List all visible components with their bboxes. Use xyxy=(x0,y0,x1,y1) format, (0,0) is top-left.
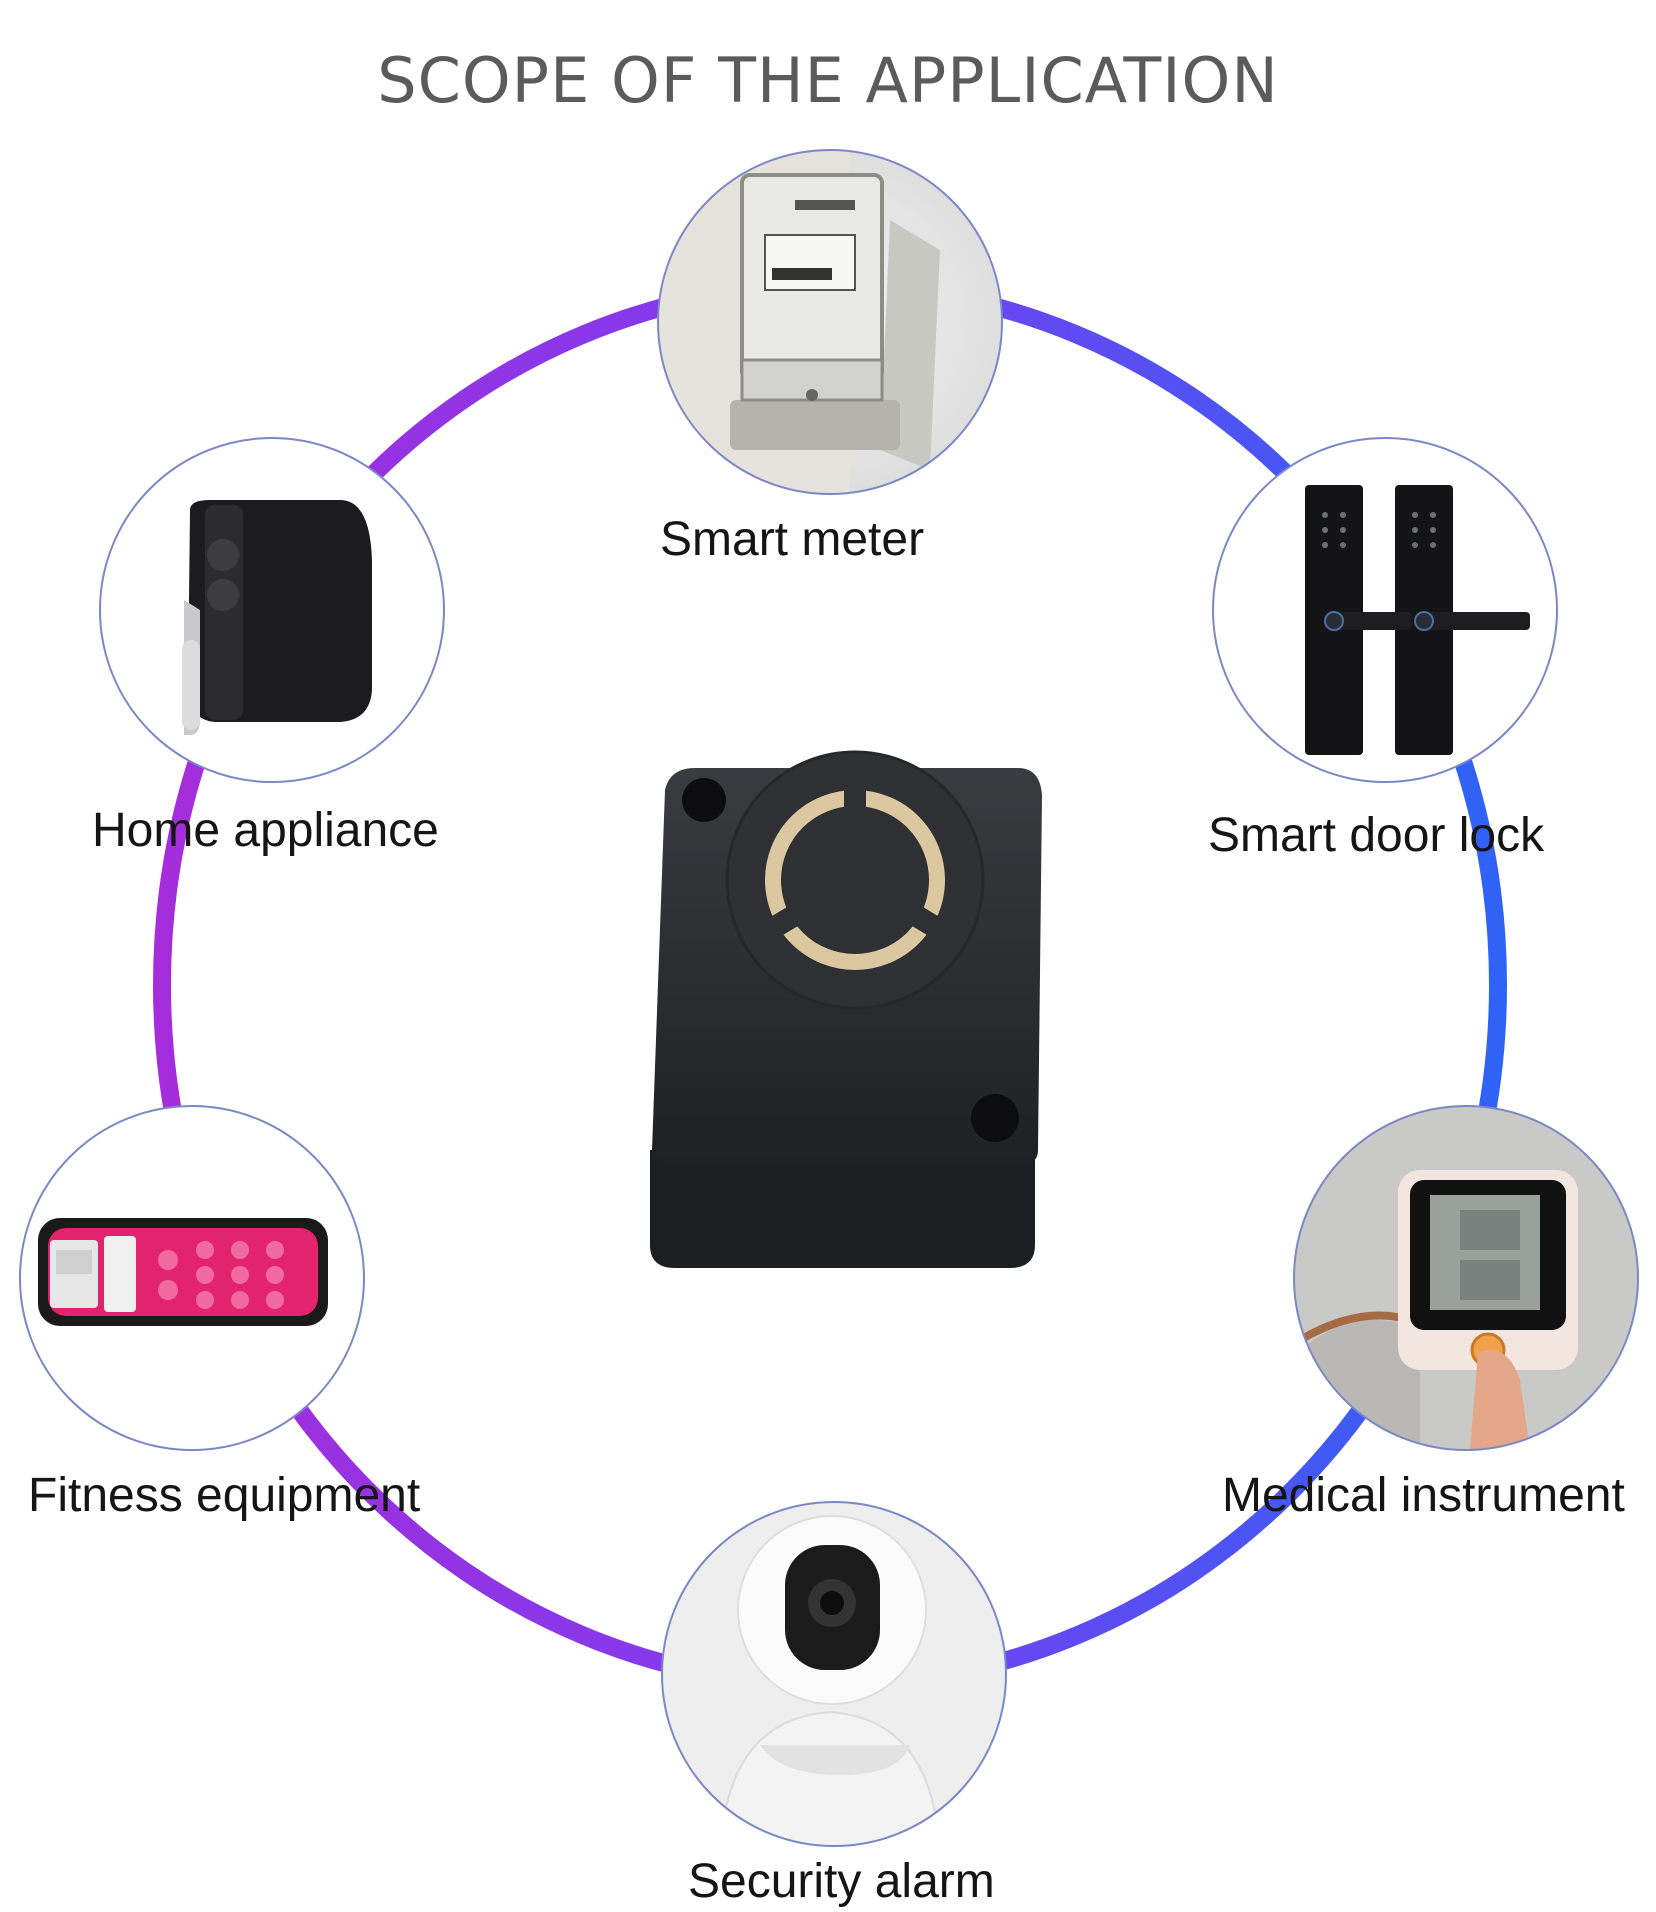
buzzer-icon xyxy=(650,750,1042,1268)
label-smart-meter: Smart meter xyxy=(660,513,925,566)
smart-meter-icon xyxy=(657,149,1003,495)
door-lock-icon xyxy=(1212,437,1558,783)
fitness-belt-icon xyxy=(19,1105,365,1451)
blood-pressure-monitor-icon xyxy=(1293,1105,1639,1451)
label-medical-instrument: Medical instrument xyxy=(1222,1469,1625,1522)
label-security-alarm: Security alarm xyxy=(688,1855,995,1908)
security-camera-icon xyxy=(661,1501,1007,1847)
label-smart-door-lock: Smart door lock xyxy=(1208,809,1545,862)
page-title: SCOPE OF THE APPLICATION xyxy=(377,43,1279,117)
air-fryer-icon xyxy=(99,437,445,783)
label-fitness-equipment: Fitness equipment xyxy=(28,1469,421,1522)
label-home-appliance: Home appliance xyxy=(92,804,439,857)
